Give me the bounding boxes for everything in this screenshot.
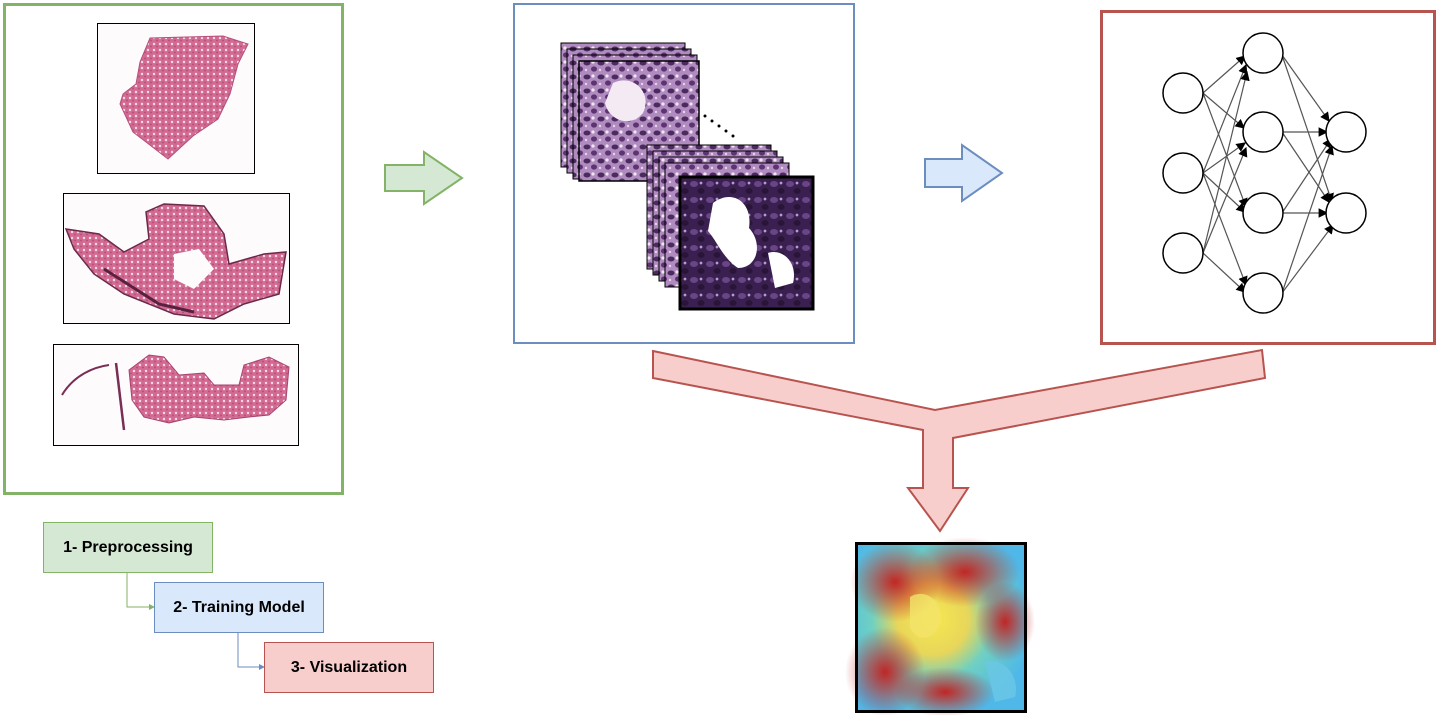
legend-step-visualization: 3- Visualization	[264, 642, 434, 693]
legend-step-visualization-label: 3- Visualization	[290, 658, 408, 676]
wsi-thumbnail-2	[63, 193, 290, 324]
legend-step-training: 2- Training Model	[154, 582, 324, 633]
tissue-shape-1	[119, 35, 249, 160]
tissue-shape-3	[61, 354, 290, 431]
neural-network-icon	[1162, 32, 1367, 314]
wsi-thumbnail-3	[53, 344, 299, 446]
legend-step-preprocessing: 1- Preprocessing	[43, 522, 213, 573]
arrow-preprocessing-to-patches	[384, 150, 464, 206]
arrow-patches-to-network	[924, 143, 1004, 203]
heatmap-image	[845, 537, 1035, 715]
legend-step-training-label: 2- Training Model	[173, 598, 305, 616]
arrow-merge-to-visualization	[652, 348, 1267, 533]
tissue-shape-2	[64, 203, 287, 320]
patch-stack-icon	[560, 42, 815, 311]
wsi-thumbnail-1	[97, 23, 255, 174]
legend-step-preprocessing-label: 1- Preprocessing	[63, 538, 193, 556]
